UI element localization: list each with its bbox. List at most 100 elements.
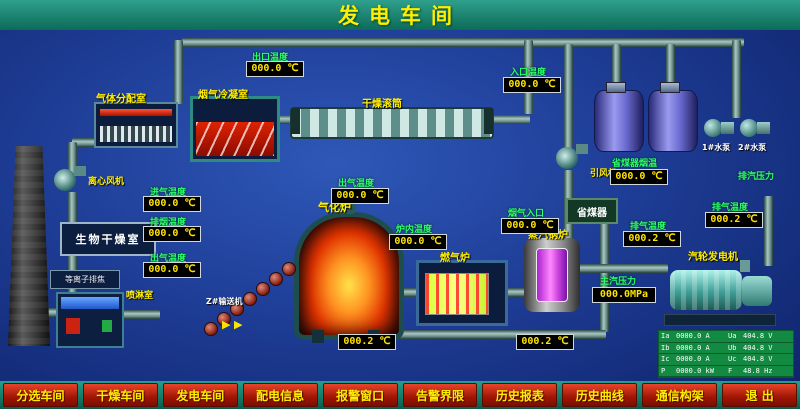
pipe	[732, 40, 741, 118]
pipe	[68, 142, 77, 176]
spray-water-icon	[61, 297, 119, 309]
inlet-temp-label: 入口温度	[510, 68, 547, 78]
steam-boiler-label: 蒸汽锅炉	[528, 230, 568, 241]
conveyor-roller	[204, 322, 218, 336]
gasifier-leg	[312, 330, 324, 343]
pipe	[564, 44, 573, 148]
panel-cell: 0000.0 A	[676, 343, 710, 352]
gas-distribution-heater	[100, 109, 172, 116]
pump2-label: 2#水泵	[738, 143, 767, 152]
gasifier-label: 气化炉	[318, 201, 351, 214]
pump-motor-icon	[757, 122, 770, 134]
turbine-steam-stub	[740, 260, 750, 272]
gas-distribution-grid	[100, 126, 172, 142]
spray-red-element	[66, 318, 80, 334]
outgas-temp-mid-label: 出气温度	[338, 179, 375, 189]
pipe	[484, 115, 530, 124]
exhaust-temp-2-display: 000.2 ℃	[705, 212, 763, 228]
pump-motor-icon	[721, 122, 734, 134]
pipe	[666, 44, 675, 92]
tank-cap-1	[606, 82, 626, 93]
centrifugal-fan	[54, 166, 86, 192]
gasifier-furnace	[294, 212, 404, 340]
gas-distribution-label: 气体分配室	[96, 94, 146, 105]
fluegas-inlet-display: 000.0 ℃	[501, 218, 559, 234]
menu-drying-workshop[interactable]: 干燥车间	[82, 383, 158, 407]
water-pump-2	[740, 116, 770, 140]
panel-cell: Ua	[728, 332, 737, 340]
boiler-window	[536, 248, 568, 302]
conveyor-roller	[230, 302, 244, 316]
smoke-exhaust-temp-label: 排烟温度	[150, 218, 187, 228]
pump1-label: 1#水泵	[702, 143, 731, 152]
page-title: 发电车间	[338, 4, 462, 28]
main-steam-pressure-display: 000.0MPa	[592, 287, 656, 303]
conveyor-roller	[282, 262, 296, 276]
conveyor-roller	[256, 282, 270, 296]
inlet-temp-display: 000.0 ℃	[503, 77, 561, 93]
drying-drum	[290, 107, 494, 139]
pipe	[44, 308, 60, 317]
pipe	[120, 310, 160, 319]
panel-cell: 404.8 V	[743, 343, 773, 352]
fan-duct-icon	[576, 144, 588, 154]
pipe	[764, 196, 773, 266]
menu-history-report[interactable]: 历史报表	[482, 383, 558, 407]
pipe	[600, 216, 609, 332]
drying-drum-label: 干燥滚筒	[362, 99, 402, 110]
bottom-temp-display-2: 000.2 ℃	[516, 334, 574, 350]
panel-cell: Uc	[728, 355, 737, 363]
spray-green-element	[102, 320, 112, 332]
economizer: 省煤器	[566, 198, 618, 224]
menu-alarm-limits[interactable]: 告警界限	[402, 383, 478, 407]
panel-row: Ia 0000.0 A Ua 404.8 V	[659, 331, 793, 343]
gas-distribution-room	[94, 102, 178, 148]
menu-sorting-workshop[interactable]: 分选车间	[3, 383, 78, 407]
menu-power-workshop[interactable]: 发电车间	[162, 383, 238, 407]
plasma-unit: 等离子排焦	[50, 270, 120, 289]
fan-duct-icon	[74, 166, 86, 176]
gasifier-cap	[334, 202, 356, 214]
pump-impeller-icon	[704, 119, 722, 137]
panel-cell: Ib	[661, 343, 670, 352]
bio-drying-room: 生物干燥室	[60, 222, 156, 256]
panel-row: P 0000.0 kW F 48.8 Hz	[659, 366, 793, 377]
condenser-flame	[196, 122, 274, 156]
menu-history-curve[interactable]: 历史曲线	[562, 383, 638, 407]
panel-cell: 48.8 Hz	[743, 366, 773, 375]
outgas-temp-left-label: 出气温度	[150, 254, 187, 264]
gas-furnace	[416, 260, 508, 326]
conveyor-label: Z#输送机	[206, 297, 243, 306]
exhaust-steam-pressure-label: 排汽压力	[738, 172, 775, 182]
generator-body	[742, 276, 772, 306]
conveyor-roller	[269, 272, 283, 286]
conveyor-roller	[243, 292, 257, 306]
steam-boiler	[524, 238, 580, 312]
economizer-fluegas-temp-display: 000.0 ℃	[610, 169, 668, 185]
condenser-label: 烟气冷凝室	[198, 90, 248, 101]
panel-row: Ic 0000.0 A Uc 404.8 V	[659, 354, 793, 366]
exhaust-temp-1-label: 排气温度	[630, 222, 667, 232]
fan-wheel-icon	[54, 169, 76, 191]
conveyor-direction-icon: ▶	[234, 318, 243, 331]
pipe-top-main	[182, 38, 744, 47]
exhaust-temp-1-display: 000.2 ℃	[623, 231, 681, 247]
panel-cell: 0000.0 kW	[676, 366, 714, 375]
gas-furnace-flame	[425, 273, 489, 315]
panel-cell: Ic	[661, 355, 670, 363]
pipe	[612, 44, 621, 92]
menu-communication-frame[interactable]: 通信构架	[642, 383, 718, 407]
outlet-temp-display: 000.0 ℃	[246, 61, 304, 77]
pipe	[72, 138, 100, 147]
pipe	[578, 264, 668, 273]
menu-power-distribution-info[interactable]: 配电信息	[242, 383, 318, 407]
turbine-base	[664, 314, 776, 326]
panel-cell: Ia	[661, 332, 670, 340]
pipe	[68, 192, 77, 224]
panel-cell: 0000.0 A	[676, 332, 710, 340]
centrifugal-fan-label: 离心风机	[88, 177, 125, 187]
menu-alarm-window[interactable]: 报警窗口	[322, 383, 398, 407]
panel-cell: 0000.0 A	[676, 355, 710, 363]
induced-draft-fan-label: 引风机	[590, 169, 618, 179]
menu-exit-button[interactable]: 退 出	[722, 383, 798, 407]
